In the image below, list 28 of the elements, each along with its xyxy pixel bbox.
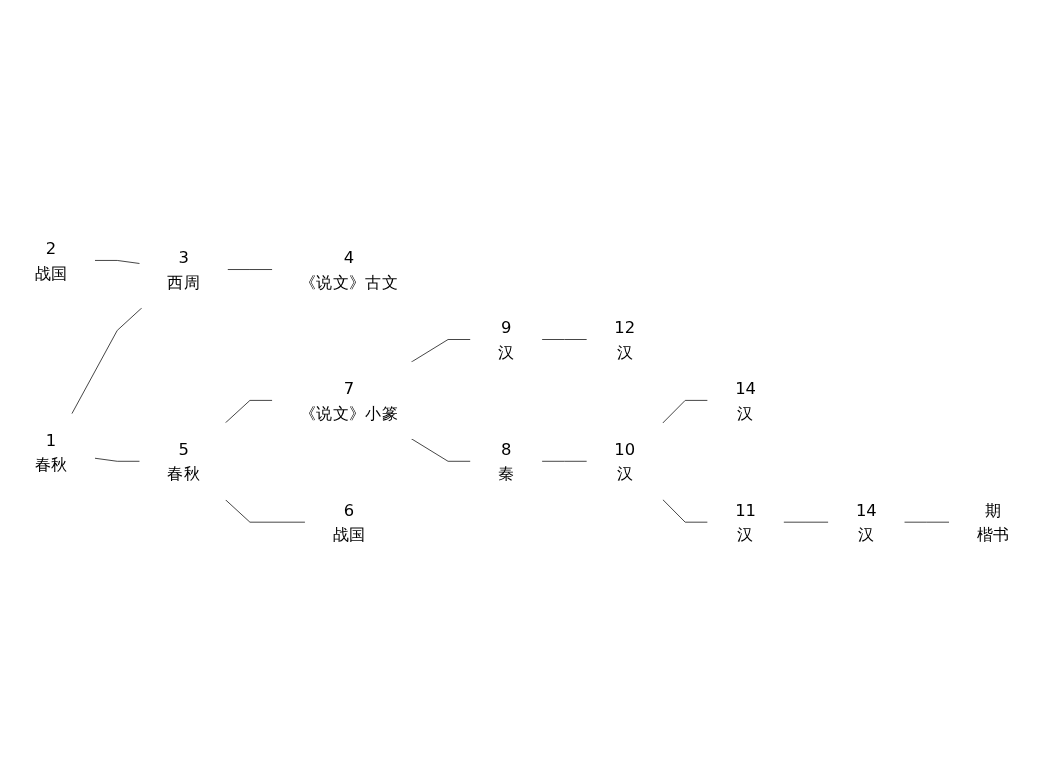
node-text: 10 汉 [614, 439, 636, 483]
node-text: 期 楷书 [976, 500, 1010, 544]
connector [662, 498, 709, 523]
node-text: 12 汉 [614, 317, 636, 362]
connector [903, 521, 950, 523]
connector [410, 437, 472, 462]
node-text: 6 战国 [332, 500, 366, 544]
connector [94, 259, 141, 264]
node-text: 14 汉 [735, 378, 756, 422]
node-text: 3 西周 [167, 247, 200, 292]
node-text: 4 《说文》古文 [299, 247, 399, 292]
node-text: 14 汉 [855, 500, 877, 544]
node-text: 8 秦 [498, 439, 515, 483]
node-text: 11 汉 [735, 500, 756, 544]
connector [662, 399, 709, 424]
connector [541, 338, 588, 340]
connector [541, 460, 588, 462]
connector [94, 457, 141, 462]
connector [782, 521, 830, 523]
node-text: 5 春秋 [167, 439, 200, 483]
node-text: 1 春秋 [34, 430, 68, 474]
connector [226, 268, 274, 270]
node-text: 2 战国 [34, 238, 68, 282]
connector [71, 306, 143, 415]
connector [224, 399, 274, 424]
node-text: 9 汉 [498, 317, 515, 362]
node-text: 7 《说文》小篆 [299, 378, 399, 422]
connector [224, 498, 306, 523]
